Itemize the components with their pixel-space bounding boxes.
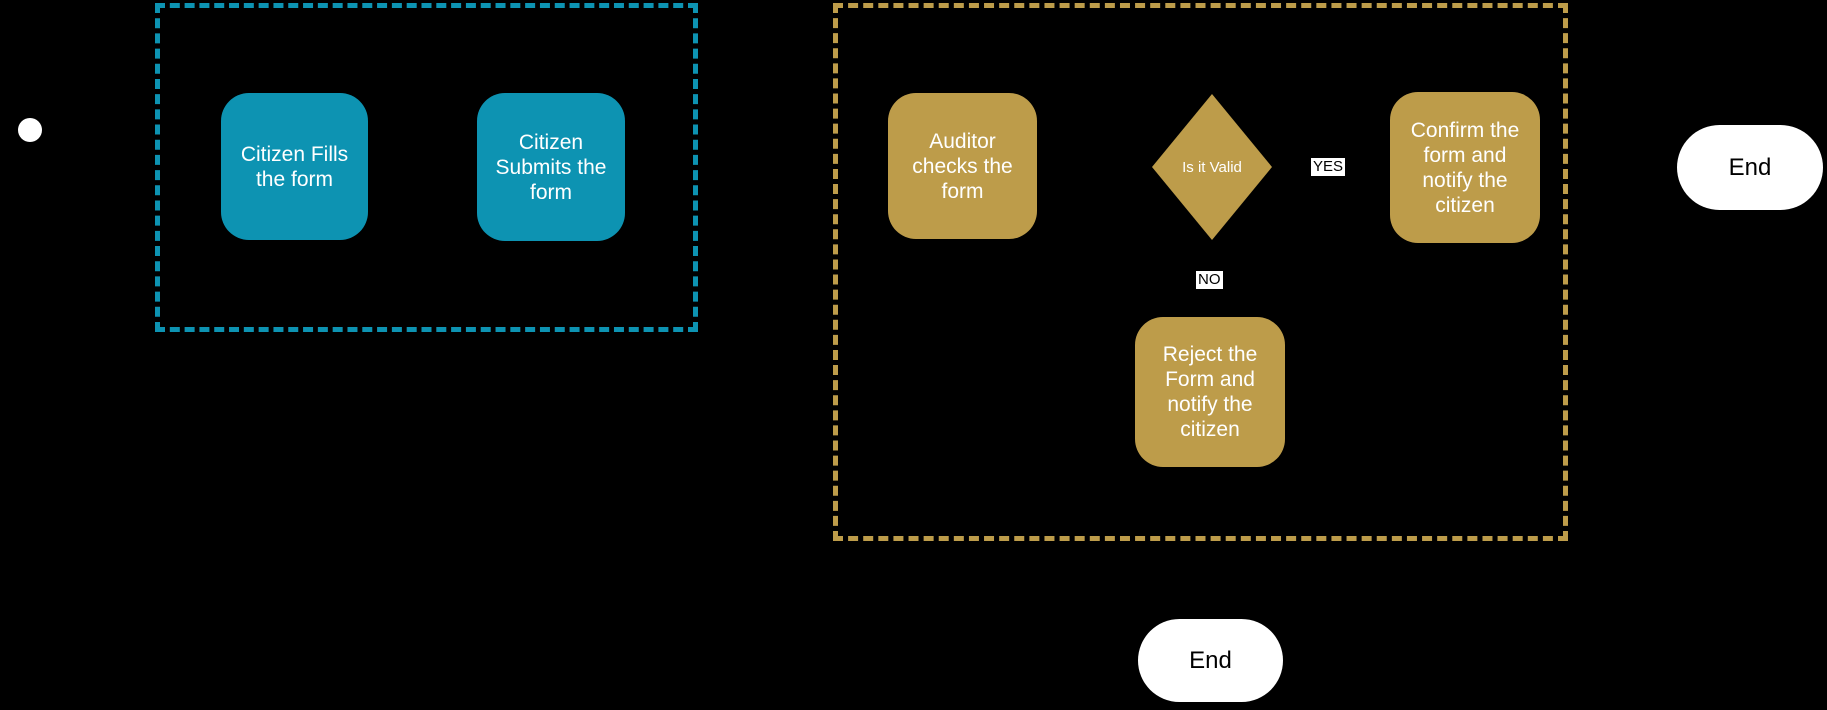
end-node-bottom[interactable]: End	[1138, 619, 1283, 702]
node-citizen-submits-form[interactable]: Citizen Submits the form	[477, 93, 625, 241]
node-citizen-fills-form-label: Citizen Fills the form	[240, 142, 349, 191]
decision-is-it-valid[interactable]: Is it Valid	[1152, 94, 1272, 240]
end-node-right-label: End	[1728, 153, 1772, 181]
node-confirm-and-notify-label: Confirm the form and notify the citizen	[1410, 118, 1520, 217]
node-confirm-and-notify[interactable]: Confirm the form and notify the citizen	[1390, 92, 1540, 243]
node-reject-and-notify[interactable]: Reject the Form and notify the citizen	[1135, 317, 1285, 467]
auditor-lane[interactable]	[833, 3, 1568, 541]
edge-label-yes[interactable]: YES	[1311, 158, 1346, 176]
node-reject-and-notify-label: Reject the Form and notify the citizen	[1162, 343, 1258, 441]
decision-is-it-valid-label: Is it Valid	[1182, 158, 1242, 176]
end-node-right[interactable]: End	[1677, 125, 1823, 210]
end-node-bottom-label: End	[1189, 646, 1232, 674]
node-citizen-submits-form-label: Citizen Submits the form	[495, 130, 607, 204]
citizen-lane[interactable]	[155, 3, 698, 332]
start-node[interactable]	[18, 118, 42, 142]
edge-label-no[interactable]: NO	[1196, 271, 1223, 289]
node-auditor-checks-form[interactable]: Auditor checks the form	[888, 93, 1037, 239]
node-auditor-checks-form-label: Auditor checks the form	[912, 129, 1013, 203]
node-citizen-fills-form[interactable]: Citizen Fills the form	[221, 93, 368, 240]
